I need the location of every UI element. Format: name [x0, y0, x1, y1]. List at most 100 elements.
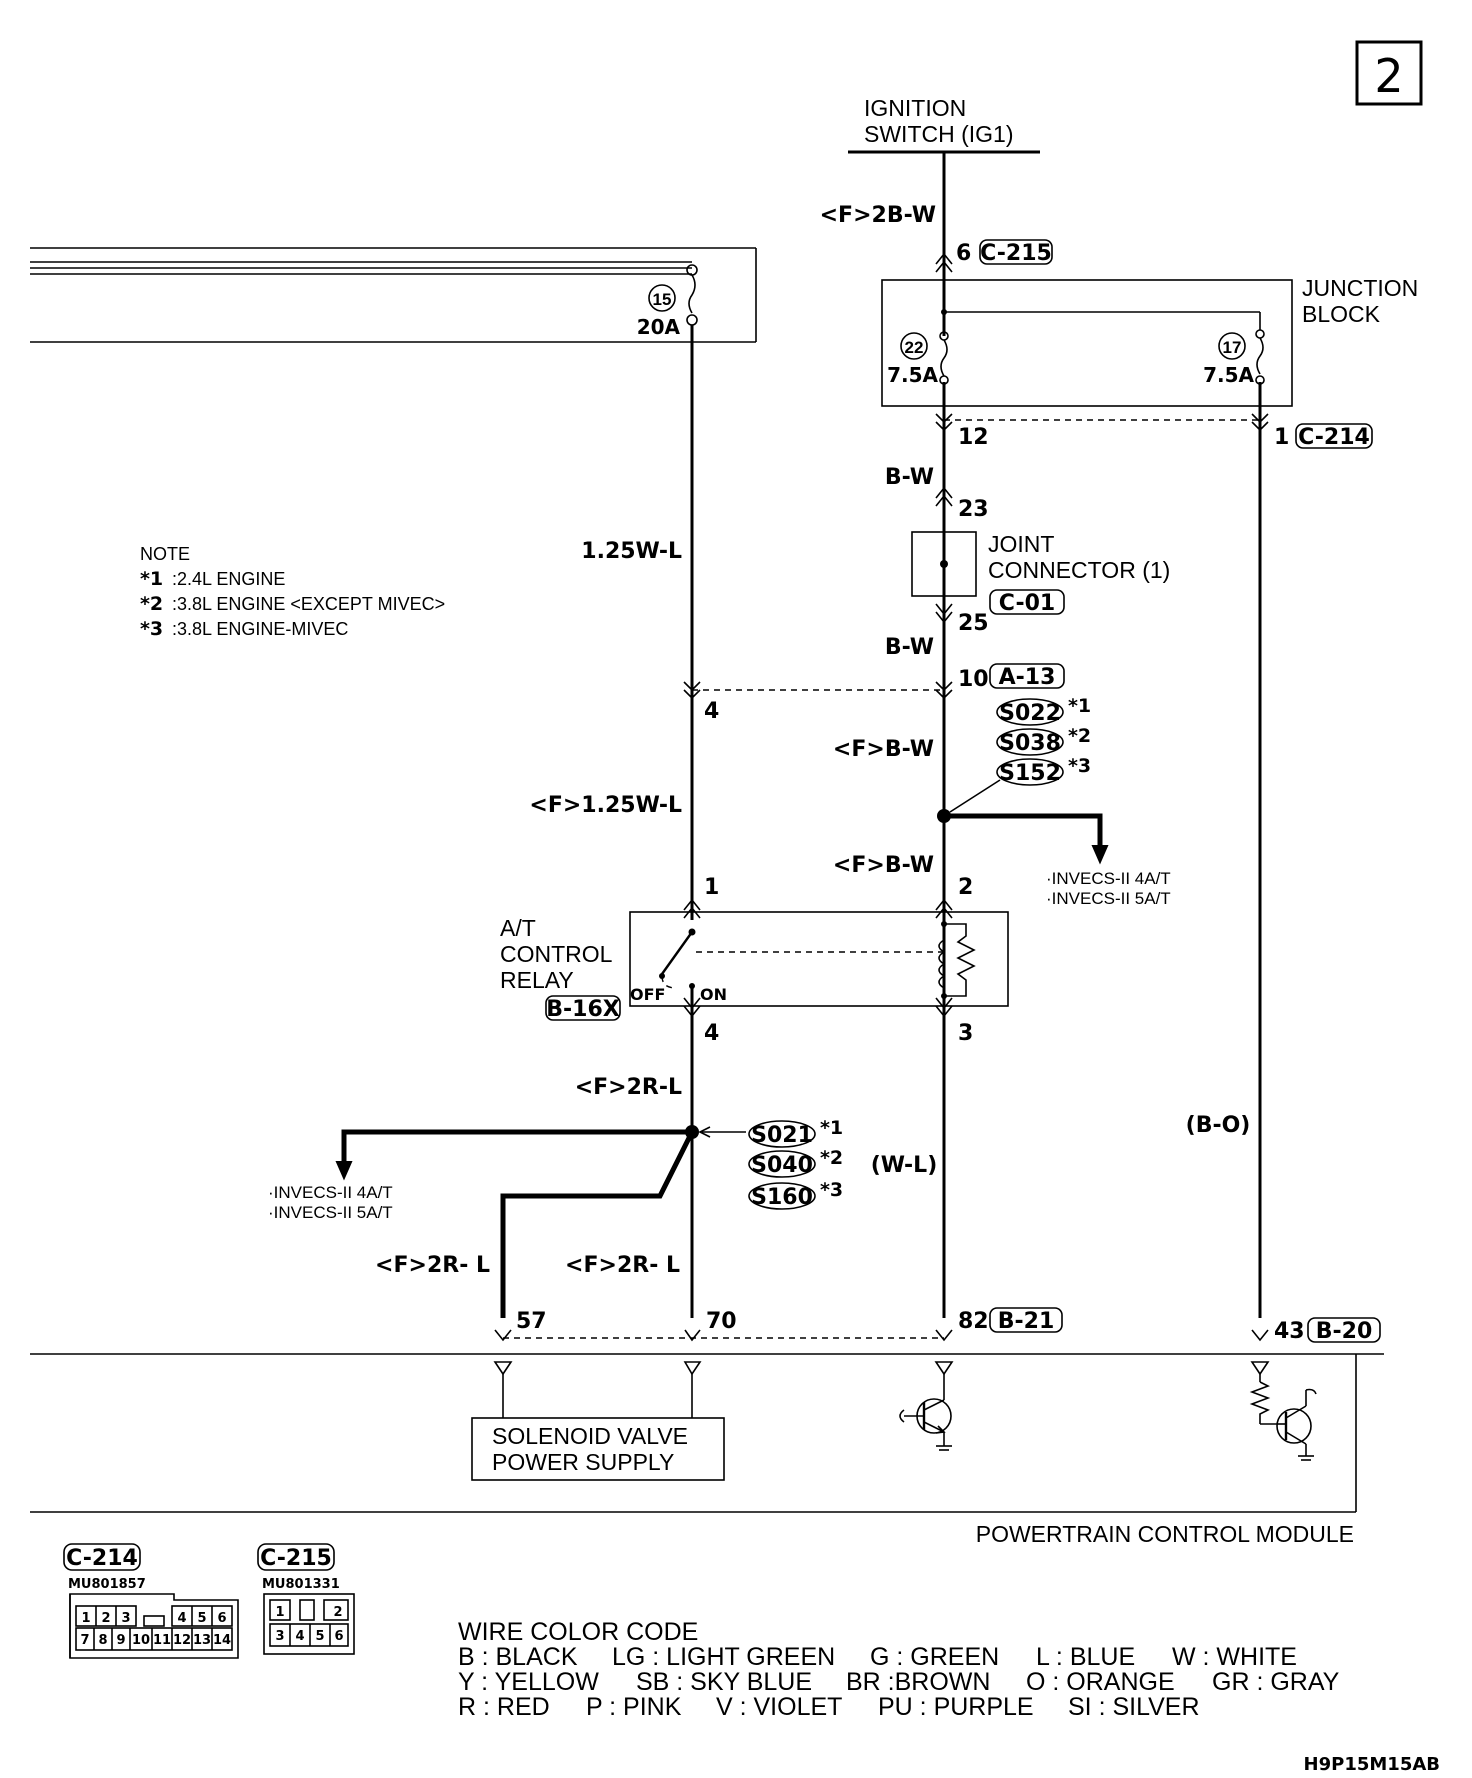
svg-text:C-215: C-215 [260, 1546, 332, 1571]
svg-text:14: 14 [213, 1633, 231, 1648]
svg-text:7.5A: 7.5A [887, 363, 938, 387]
svg-text:S021: S021 [751, 1123, 813, 1148]
pin-c214-12: 12 [958, 425, 989, 450]
note-text-1: :2.4L ENGINE [172, 569, 285, 589]
joint-connector-line2: CONNECTOR (1) [988, 557, 1170, 583]
svg-text:2: 2 [101, 1611, 110, 1626]
figure-code: H9P15M15AB [1304, 1754, 1440, 1775]
svg-text:S160: S160 [751, 1185, 813, 1210]
wire-label-jc-out: B-W [885, 635, 934, 660]
svg-text:BR :BROWN: BR :BROWN [846, 1668, 990, 1696]
splice-s021: S021 *1 [748, 1117, 843, 1148]
svg-text:L : BLUE: L : BLUE [1036, 1643, 1135, 1671]
note-title: NOTE [140, 544, 190, 564]
joint-connector-line1: JOINT [988, 531, 1054, 557]
wire-label-relay-feed-left-f: <F>1.25W-L [529, 793, 682, 818]
joint-connector: JOINT CONNECTOR (1) C-01 [911, 531, 1170, 616]
svg-text:O : ORANGE: O : ORANGE [1026, 1668, 1175, 1696]
wire-color-code: WIRE COLOR CODE B : BLACK LG : LIGHT GRE… [458, 1618, 1340, 1721]
svg-text:*1: *1 [820, 1117, 843, 1139]
svg-text:MU801857: MU801857 [68, 1577, 146, 1592]
note-mark-3: *3 [140, 618, 163, 640]
connector-tag-b21: B-21 [989, 1307, 1063, 1334]
ignition-switch: IGNITION SWITCH (IG1) [848, 95, 1040, 154]
svg-text:*3: *3 [820, 1179, 843, 1201]
svg-text:9: 9 [116, 1633, 125, 1648]
pin-relay-2: 2 [958, 875, 973, 900]
wire-label-relay-out: <F>2R-L [575, 1075, 682, 1100]
wire-label-relay-feed-right-1: <F>B-W [833, 737, 934, 762]
pin-pcm-57: 57 [516, 1309, 547, 1334]
svg-text:22: 22 [905, 338, 924, 357]
connector-tag-a13: A-13 [989, 663, 1065, 690]
wire-label-jb-out: B-W [885, 465, 934, 490]
branch-right-line2: ·INVECS-II 5A/T [1046, 889, 1171, 908]
svg-text:R : RED: R : RED [458, 1693, 550, 1721]
pcm-terminals [494, 1329, 1269, 1342]
pin-pcm-70: 70 [706, 1309, 737, 1334]
pin-c214-1: 1 [1274, 425, 1289, 450]
relay-label-line2: CONTROL [500, 941, 613, 967]
svg-text:W : WHITE: W : WHITE [1172, 1643, 1297, 1671]
transistor-43 [1249, 1374, 1317, 1461]
wire-label-relay-feed-right-2: <F>B-W [833, 853, 934, 878]
svg-text:SB : SKY BLUE: SB : SKY BLUE [636, 1668, 812, 1696]
svg-text:5: 5 [197, 1611, 206, 1626]
svg-text:B-21: B-21 [998, 1309, 1055, 1334]
note-text-2: :3.8L ENGINE <EXCEPT MIVEC> [172, 594, 445, 614]
svg-text:17: 17 [1223, 338, 1242, 357]
pin-pcm-43: 43 [1274, 1319, 1305, 1344]
pin-a13-4: 4 [704, 699, 719, 724]
svg-text:*3: *3 [1068, 755, 1091, 777]
fuse-17: 17 7.5A [1203, 329, 1265, 387]
svg-text:13: 13 [193, 1633, 211, 1648]
pin-c215-6: 6 [956, 241, 971, 266]
svg-text:SOLENOID VALVE: SOLENOID VALVE [492, 1423, 688, 1449]
pcm-label: POWERTRAIN CONTROL MODULE [976, 1521, 1354, 1547]
junction-block: JUNCTION BLOCK 22 7.5A 17 7.5A [881, 262, 1418, 407]
svg-text:B-16X: B-16X [546, 997, 620, 1022]
svg-text:Y : YELLOW: Y : YELLOW [458, 1668, 599, 1696]
svg-text:6: 6 [217, 1611, 226, 1626]
note-mark-1: *1 [140, 568, 163, 590]
splice-s038: S038 *2 [996, 725, 1091, 756]
svg-text:POWER SUPPLY: POWER SUPPLY [492, 1449, 674, 1475]
connector-tag-b20: B-20 [1307, 1317, 1381, 1344]
svg-text:PU : PURPLE: PU : PURPLE [878, 1693, 1034, 1721]
svg-text:C-214: C-214 [1298, 425, 1370, 450]
pin-pcm-82: 82 [958, 1309, 989, 1334]
page-number: 2 [1374, 49, 1403, 103]
connector-tag-c215: C-215 [979, 239, 1053, 266]
connector-tag-c214: C-214 [1295, 423, 1373, 450]
pin-a13-10: 10 [958, 667, 989, 692]
wire-label-pcm-70: <F>2R- L [565, 1253, 680, 1278]
svg-text:GR : GRAY: GR : GRAY [1212, 1668, 1340, 1696]
connector-view-c215: C-215 MU801331 1 2 3 4 5 6 [257, 1543, 355, 1655]
svg-text:ON: ON [700, 985, 727, 1004]
svg-text:MU801331: MU801331 [262, 1577, 340, 1592]
wire-label-b-o: (B-O) [1186, 1113, 1251, 1138]
svg-text:SI : SILVER: SI : SILVER [1068, 1693, 1200, 1721]
splice-s160: S160 *3 [748, 1179, 843, 1210]
svg-text:S038: S038 [999, 731, 1061, 756]
splice-s022: S022 *1 [996, 695, 1091, 726]
branch-left-line2: ·INVECS-II 5A/T [268, 1203, 393, 1222]
pin-relay-3: 3 [958, 1021, 973, 1046]
pin-jc-23: 23 [958, 497, 989, 522]
solenoid-valve-power-supply: SOLENOID VALVE POWER SUPPLY [471, 1417, 725, 1481]
svg-text:P : PINK: P : PINK [586, 1693, 682, 1721]
relay-label-line1: A/T [500, 915, 536, 941]
pin-jc-25: 25 [958, 611, 989, 636]
branch-left-line1: ·INVECS-II 4A/T [268, 1183, 393, 1202]
junction-block-label-line2: BLOCK [1302, 301, 1381, 327]
transistor-82 [899, 1374, 952, 1451]
fusible-link-15: 15 20A [637, 264, 698, 339]
svg-text:S022: S022 [999, 701, 1061, 726]
note-block: NOTE *1 :2.4L ENGINE *2 :3.8L ENGINE <EX… [140, 544, 445, 640]
svg-text:7.5A: 7.5A [1203, 363, 1254, 387]
pin-relay-4: 4 [704, 1021, 719, 1046]
svg-text:OFF: OFF [630, 985, 665, 1004]
at-control-relay: OFF ON A/T CONTROL RELAY B-16X [500, 898, 1009, 1022]
svg-text:A-13: A-13 [999, 665, 1056, 690]
